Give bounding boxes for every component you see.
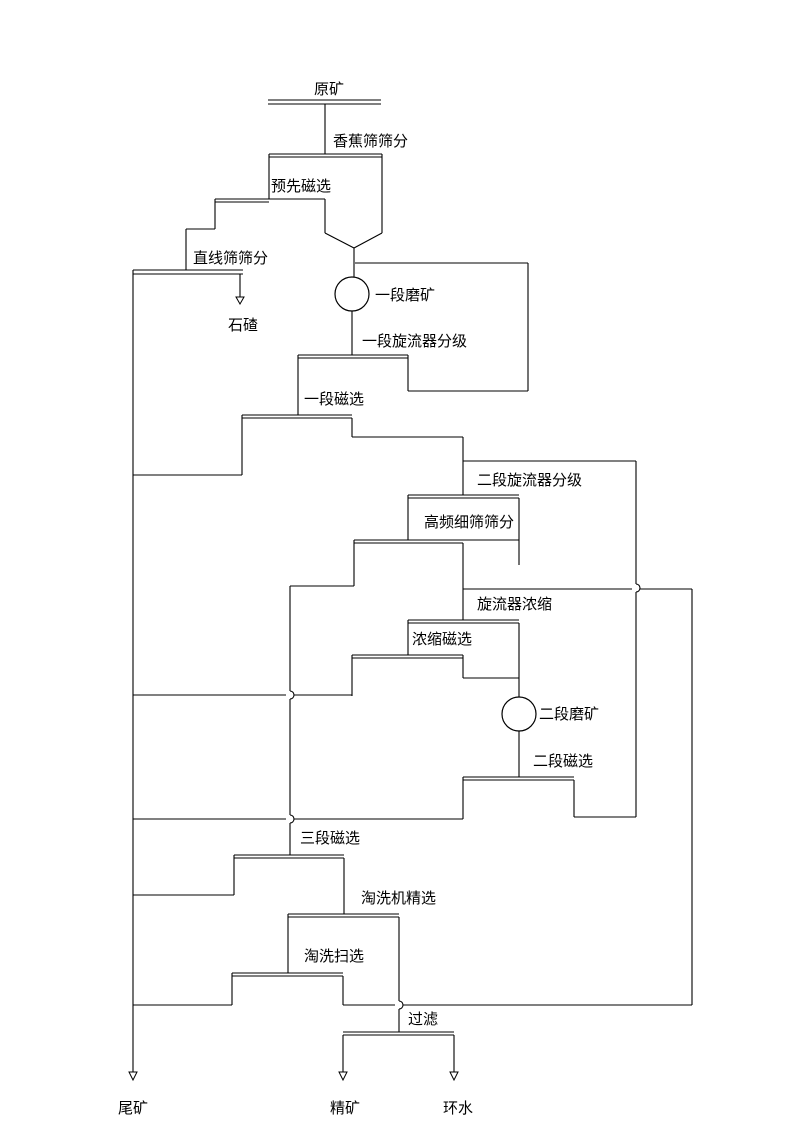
label-concentrate: 精矿: [330, 1099, 360, 1117]
pre-magnetic-separator: [185, 198, 269, 270]
label-hf-fine-screen: 高频细筛筛分: [424, 513, 514, 531]
stage2-mill-icon: [501, 696, 537, 732]
label-return-water: 环水: [443, 1099, 473, 1117]
label-banana-screen: 香蕉筛筛分: [333, 132, 408, 150]
stage1-recycle-loop: [355, 262, 529, 392]
linear-screen-unit: [133, 269, 245, 306]
label-tailings: 尾矿: [118, 1099, 148, 1117]
stage1-cyclone: [297, 354, 408, 415]
raw-ore-bin: [268, 99, 381, 105]
thickening-water-loop: [403, 588, 693, 1006]
label-stage2-grinding: 二段磨矿: [539, 705, 599, 723]
label-thickening-magnetic: 浓缩磁选: [412, 630, 472, 648]
tailings-arrow-icon: [128, 1071, 138, 1082]
label-cyclone-thickening: 旋流器浓缩: [477, 595, 552, 613]
label-elutriator-scavenging: 淘洗扫选: [304, 947, 364, 965]
label-stage1-grinding: 一段磨矿: [375, 286, 435, 304]
label-elutriator-cleaning: 淘洗机精选: [361, 889, 436, 907]
stage1-mill-icon: [334, 276, 370, 312]
stage2-magnetic-separator: [133, 776, 575, 820]
label-pre-magnetic: 预先磁选: [271, 177, 331, 195]
label-stage2-cyclone: 二段旋流器分级: [477, 471, 582, 489]
return-water-arrow-icon: [449, 1071, 459, 1082]
label-stage3-magnetic: 三段磁选: [300, 829, 360, 847]
label-filtration: 过滤: [408, 1010, 438, 1028]
label-raw-ore: 原矿: [314, 80, 344, 98]
concentrate-arrow-icon: [338, 1071, 348, 1082]
label-linear-screen: 直线筛筛分: [193, 249, 268, 267]
stage2-cyclone: [463, 460, 641, 818]
label-stage2-magnetic: 二段磁选: [533, 752, 593, 770]
label-stage1-magnetic: 一段磁选: [304, 390, 364, 408]
hf-fine-screen: [289, 494, 520, 855]
thickening-magnetic-separator: [133, 619, 520, 697]
label-stage1-cyclone: 一段旋流器分级: [362, 332, 467, 350]
banana-screen-unit: [268, 153, 383, 249]
elutriator-scavenging: [133, 972, 395, 1006]
stage1-magnetic-separator: [133, 414, 464, 495]
label-gravel: 石碴: [228, 316, 258, 334]
elutriator-cleaning: [287, 913, 404, 1032]
filtration-unit: [338, 1031, 459, 1082]
stage3-magnetic-separator: [133, 854, 345, 914]
